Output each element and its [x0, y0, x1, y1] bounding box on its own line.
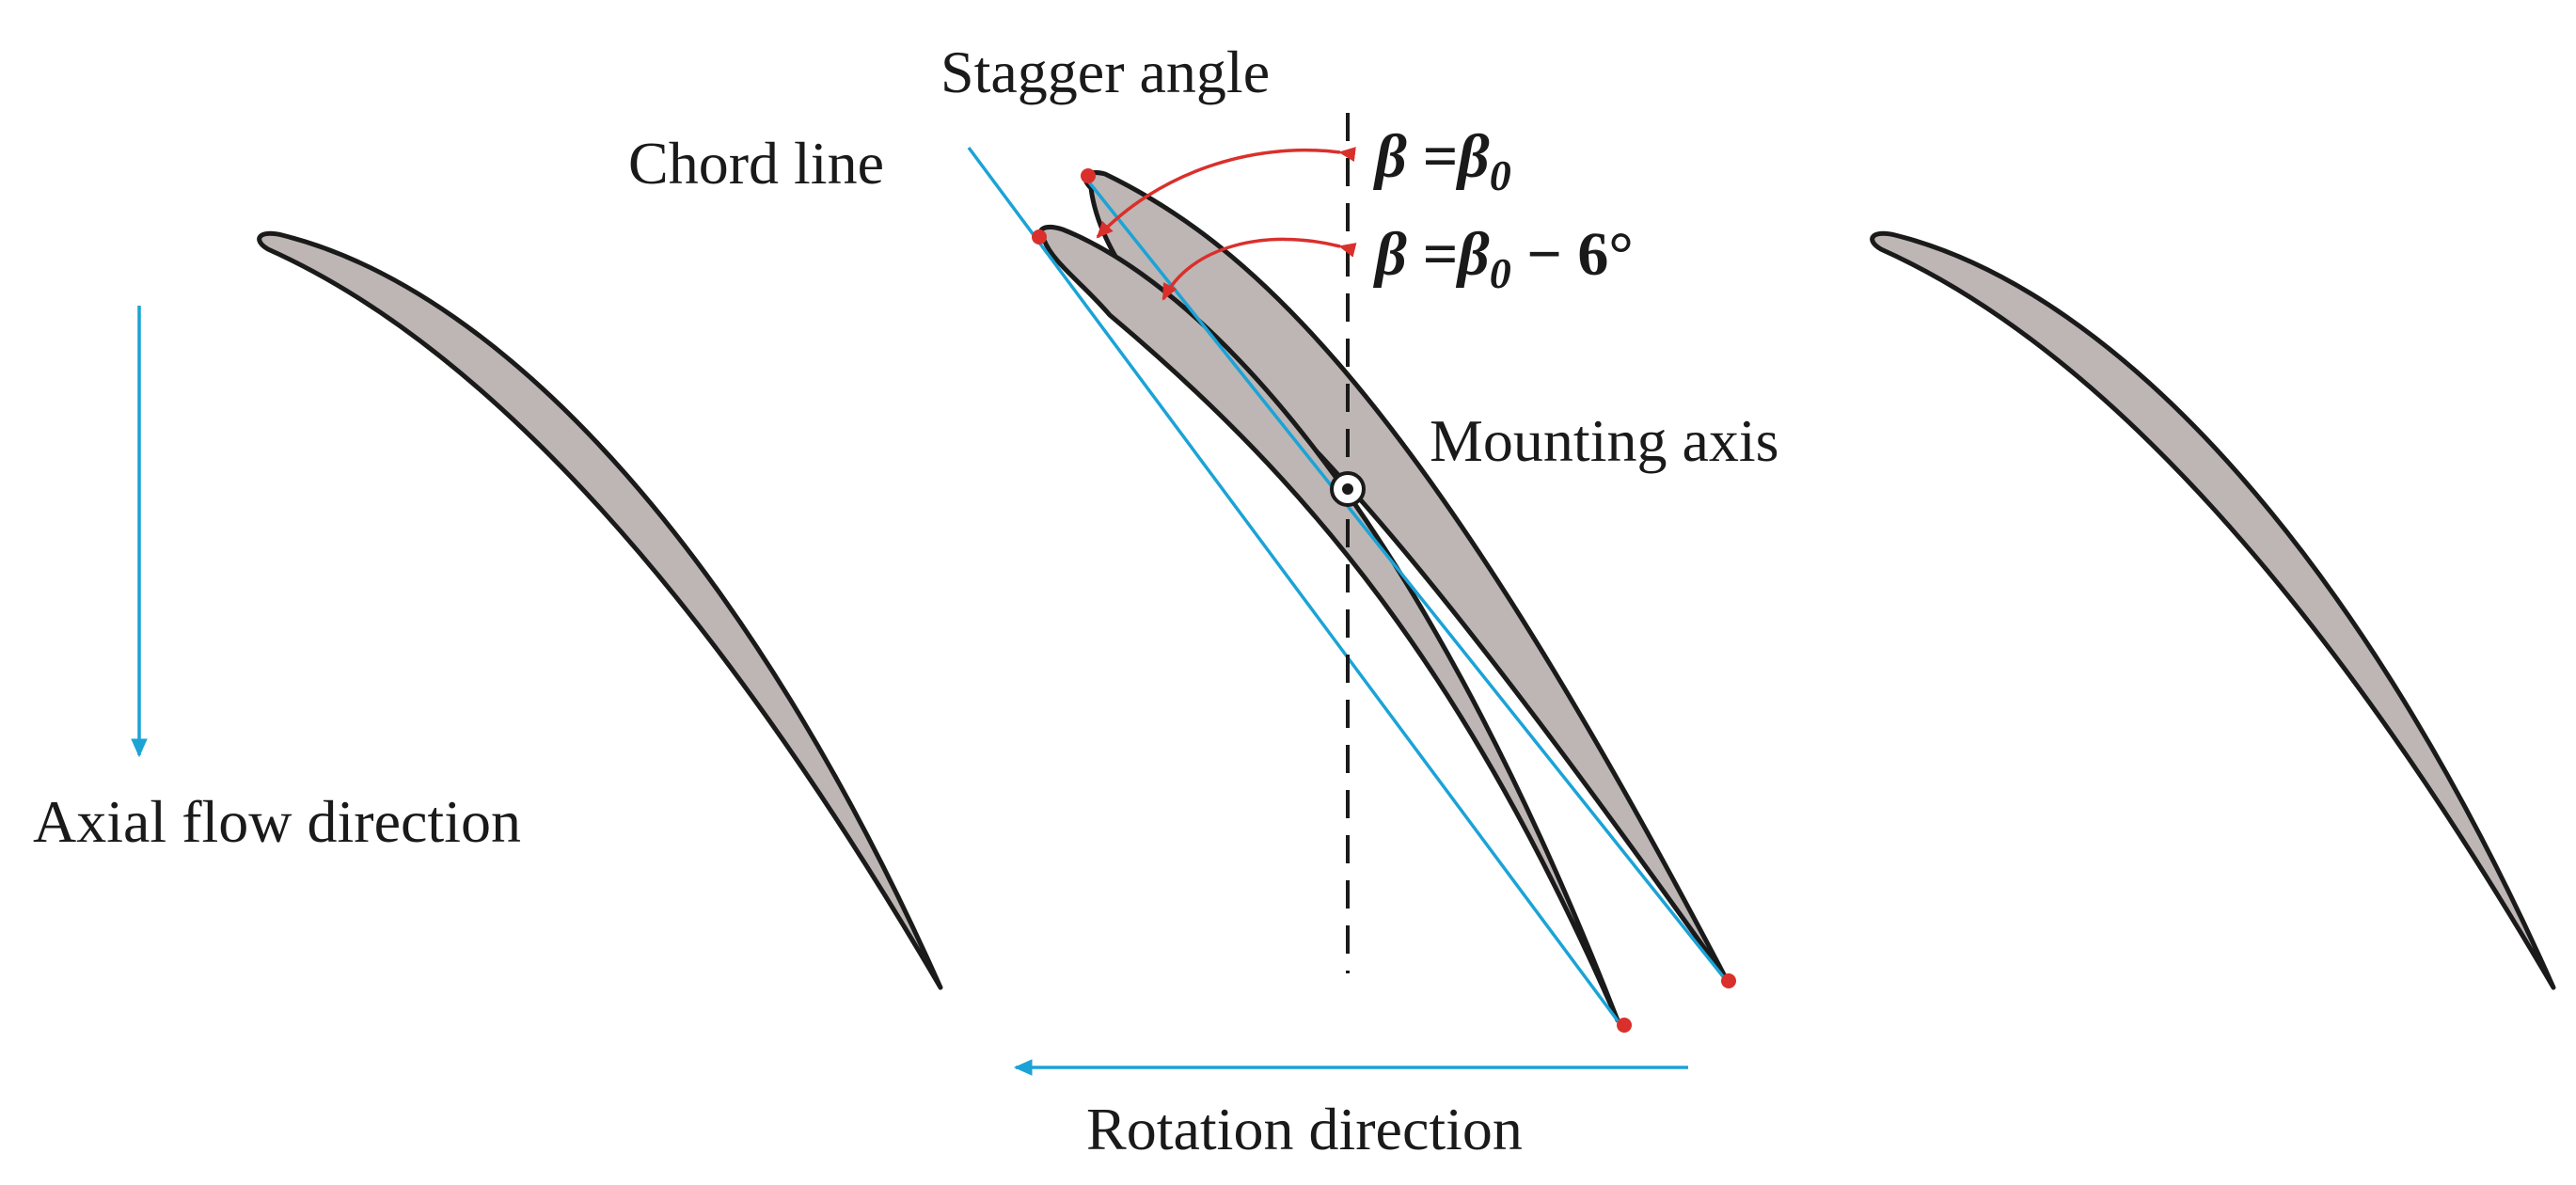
- axial-flow-direction-label: Axial flow direction: [33, 788, 521, 855]
- stagger-angle-arc-rotated: [1162, 237, 1357, 301]
- left-neighbor-blade: [257, 230, 943, 990]
- trailing-edge-marker-rotated: [1617, 1018, 1632, 1033]
- mounting-axis-symbol-dot: [1342, 483, 1353, 495]
- beta-original-label: β =β0: [1372, 122, 1511, 199]
- chord-line-original: [1084, 177, 1728, 982]
- rotation-direction-label: Rotation direction: [1086, 1096, 1523, 1162]
- leading-edge-marker-original: [1081, 168, 1096, 183]
- beta-rotated-label: β =β0 − 6°: [1372, 220, 1634, 297]
- beta-original-main: β =β: [1372, 122, 1490, 191]
- chord-line-rotated: [967, 146, 1621, 1025]
- beta-original-subscript: 0: [1490, 151, 1511, 199]
- beta-rotated-subscript: 0: [1490, 249, 1511, 297]
- center-blade-rotated: [1037, 225, 1620, 1023]
- beta-rotated-suffix: − 6°: [1511, 220, 1634, 289]
- right-neighbor-blade: [1870, 230, 2556, 990]
- chord-line-label: Chord line: [628, 130, 884, 197]
- leading-edge-marker-rotated: [1032, 229, 1047, 245]
- beta-rotated-main: β =β: [1372, 220, 1490, 289]
- trailing-edge-marker-original: [1721, 973, 1736, 988]
- stagger-angle-label: Stagger angle: [940, 39, 1270, 105]
- stagger-angle-arc-original: [1096, 147, 1356, 239]
- mounting-axis-label: Mounting axis: [1430, 407, 1779, 474]
